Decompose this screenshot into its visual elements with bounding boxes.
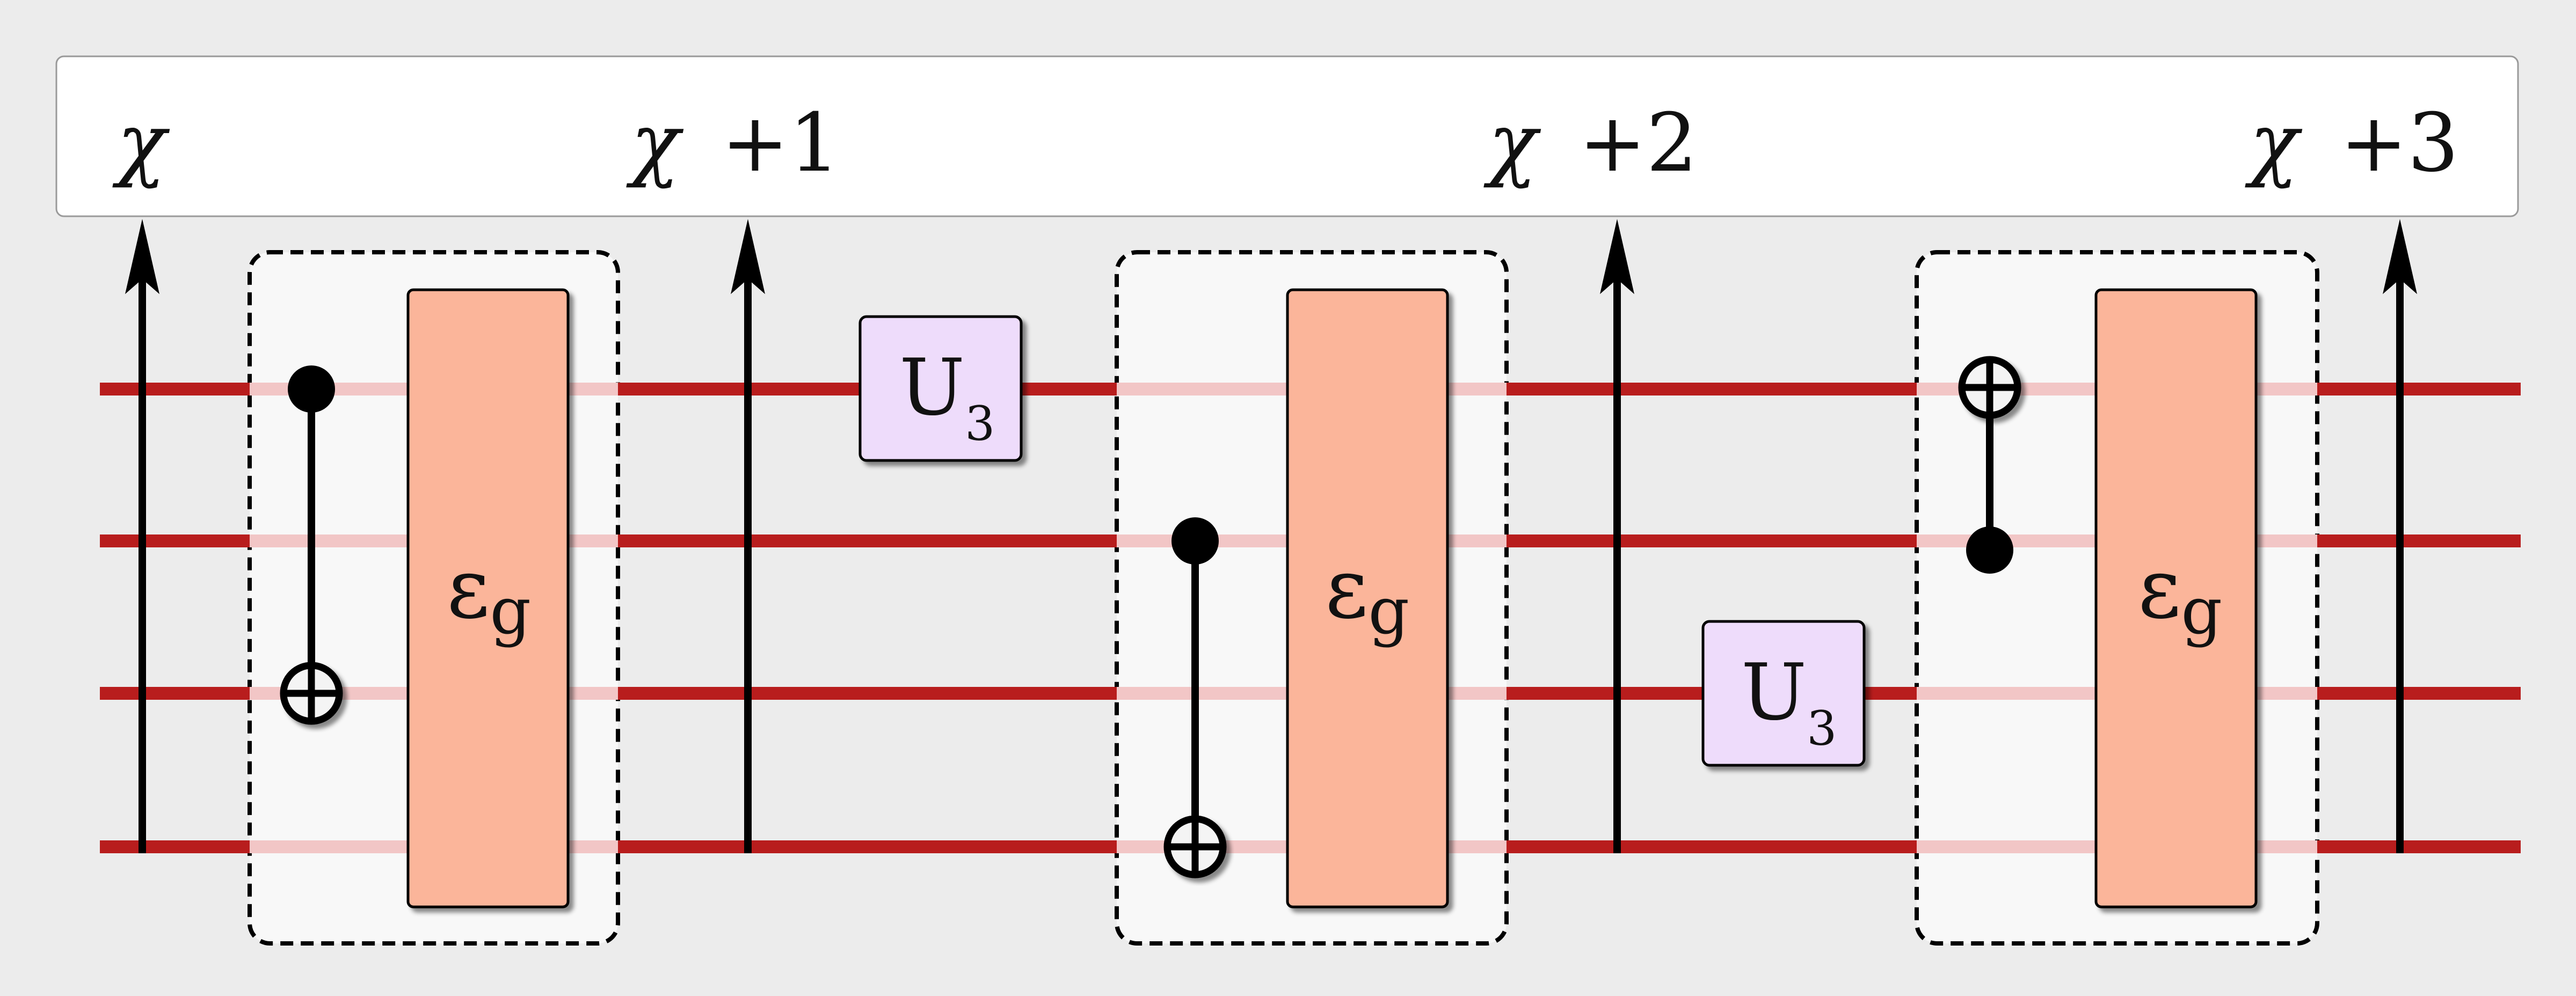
cnot-control-dot <box>1171 517 1219 565</box>
time-arrow-3 <box>2383 219 2417 853</box>
time-label-bar <box>55 55 2519 217</box>
cnot-control-dot <box>288 365 335 413</box>
time-arrow-2 <box>1600 219 1634 853</box>
cnot-gate-2 <box>1163 517 1227 878</box>
svg-text:U3: U3 <box>1741 647 1837 756</box>
u3-gate-1: U3 <box>858 315 1023 462</box>
arrow-head-icon <box>2383 219 2417 294</box>
cnot-gate-1 <box>280 365 343 725</box>
time-labels: χ χ +1 χ +2 χ +3 <box>112 97 2459 190</box>
time-arrow-1 <box>731 219 765 853</box>
cnot-target-icon <box>1958 356 2021 419</box>
arrow-head-icon <box>731 219 765 294</box>
time-label-3: χ +3 <box>2245 97 2459 190</box>
cnot-control-dot <box>1966 526 2013 574</box>
cnot-target-icon <box>280 662 343 725</box>
cnot-target-icon <box>1163 815 1227 878</box>
cnot-gate-3 <box>1958 356 2021 574</box>
svg-text:εg: εg <box>447 540 531 649</box>
noise-channel-1: εg <box>406 288 570 909</box>
svg-text:U3: U3 <box>899 342 995 451</box>
noise-channel-3: εg <box>2094 288 2258 909</box>
time-label-1: χ +1 <box>626 97 840 190</box>
noise-channel-2: εg <box>1286 288 1449 909</box>
arrow-head-icon <box>1600 219 1634 294</box>
svg-text:εg: εg <box>1325 540 1409 649</box>
svg-text:εg: εg <box>2138 540 2222 649</box>
time-arrow-0 <box>125 219 159 853</box>
u3-gate-2: U3 <box>1701 620 1866 767</box>
time-label-0: χ <box>112 97 170 190</box>
arrow-head-icon <box>125 219 159 294</box>
time-arrows <box>125 219 2417 853</box>
time-label-2: χ +2 <box>1483 97 1698 190</box>
